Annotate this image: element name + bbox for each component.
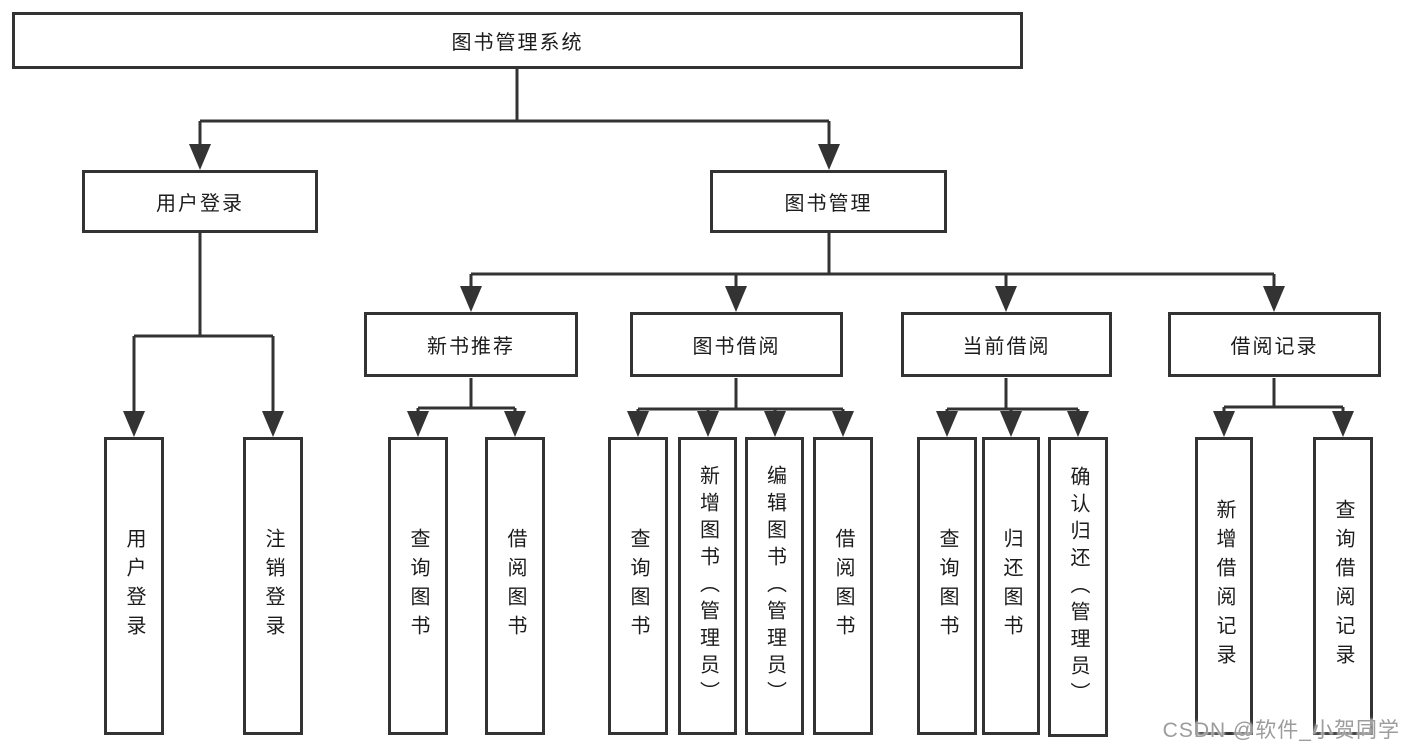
node-user-login-label: 用户登录 bbox=[156, 193, 244, 215]
leaf-logout-label: 注销登录 bbox=[262, 528, 284, 644]
arrowhead bbox=[1263, 286, 1285, 312]
arrowhead bbox=[818, 144, 840, 170]
connectors-new-book-recommend bbox=[407, 378, 526, 437]
connectors-borrowing-records bbox=[1213, 378, 1354, 437]
node-book-borrowing: 图书借阅 bbox=[630, 312, 843, 377]
leaf-user-login-label: 用户登录 bbox=[123, 528, 145, 644]
leaf-query-books-2-label: 查询图书 bbox=[627, 528, 649, 644]
leaf-confirm-return-admin: 确认归还（管理员） bbox=[1048, 437, 1108, 737]
node-borrowing-records-label: 借阅记录 bbox=[1230, 336, 1319, 358]
arrowhead bbox=[1000, 411, 1022, 437]
arrowhead bbox=[460, 286, 482, 312]
leaf-query-borrow-record-label: 查询借阅记录 bbox=[1332, 499, 1354, 673]
leaf-query-books-2: 查询图书 bbox=[608, 437, 668, 735]
arrowhead bbox=[123, 411, 145, 437]
arrowhead bbox=[1213, 411, 1235, 437]
leaf-borrow-books-2-label: 借阅图书 bbox=[832, 528, 854, 644]
node-new-book-recommend-label: 新书推荐 bbox=[427, 336, 515, 358]
arrowhead bbox=[832, 411, 854, 437]
leaf-logout: 注销登录 bbox=[243, 437, 303, 735]
leaf-edit-book-admin-label: 编辑图书（管理员） bbox=[763, 464, 786, 708]
leaf-query-borrow-record: 查询借阅记录 bbox=[1313, 437, 1373, 735]
arrowhead bbox=[627, 411, 649, 437]
node-current-borrowing: 当前借阅 bbox=[901, 312, 1112, 377]
csdn-watermark: CSDN @软件_小贺同学 bbox=[1162, 719, 1400, 742]
arrowhead bbox=[262, 411, 284, 437]
leaf-query-books-1-label: 查询图书 bbox=[407, 528, 429, 644]
arrowhead bbox=[725, 286, 747, 312]
leaf-add-book-admin-label: 新增图书（管理员） bbox=[696, 464, 719, 708]
leaf-edit-book-admin: 编辑图书（管理员） bbox=[745, 437, 804, 735]
leaf-query-books-3-label: 查询图书 bbox=[936, 528, 958, 644]
arrowhead bbox=[407, 411, 429, 437]
arrowhead bbox=[1067, 411, 1089, 437]
leaf-return-books: 归还图书 bbox=[982, 437, 1040, 735]
leaf-add-book-admin: 新增图书（管理员） bbox=[678, 437, 737, 735]
node-new-book-recommend: 新书推荐 bbox=[364, 312, 578, 377]
arrowhead bbox=[504, 411, 526, 437]
leaf-borrow-books-1: 借阅图书 bbox=[485, 437, 545, 735]
connectors-root bbox=[189, 69, 840, 170]
node-borrowing-records: 借阅记录 bbox=[1168, 312, 1381, 377]
node-book-management: 图书管理 bbox=[710, 170, 947, 233]
leaf-user-login: 用户登录 bbox=[104, 437, 164, 735]
node-current-borrowing-label: 当前借阅 bbox=[962, 336, 1051, 358]
leaf-borrow-books-2: 借阅图书 bbox=[813, 437, 873, 735]
leaf-add-borrow-record: 新增借阅记录 bbox=[1195, 437, 1253, 735]
leaf-query-books-3: 查询图书 bbox=[917, 437, 977, 735]
node-book-management-label: 图书管理 bbox=[784, 193, 873, 215]
node-root: 图书管理系统 bbox=[12, 12, 1023, 69]
leaf-return-books-label: 归还图书 bbox=[1000, 528, 1022, 644]
node-book-borrowing-label: 图书借阅 bbox=[692, 336, 781, 358]
arrowhead bbox=[697, 411, 719, 437]
arrowhead bbox=[764, 411, 786, 437]
connectors-current-borrowing bbox=[936, 378, 1089, 437]
node-root-label: 图书管理系统 bbox=[451, 32, 584, 54]
connectors-book-management bbox=[460, 233, 1285, 312]
connectors-user-login bbox=[123, 233, 284, 437]
leaf-confirm-return-admin-label: 确认归还（管理员） bbox=[1067, 465, 1089, 709]
node-user-login: 用户登录 bbox=[82, 170, 318, 233]
arrowhead bbox=[1332, 411, 1354, 437]
arrowhead bbox=[936, 411, 958, 437]
arrowhead bbox=[189, 144, 211, 170]
arrowhead bbox=[995, 286, 1017, 312]
leaf-borrow-books-1-label: 借阅图书 bbox=[504, 528, 526, 644]
leaf-query-books-1: 查询图书 bbox=[388, 437, 448, 735]
connectors-book-borrowing bbox=[627, 378, 854, 437]
leaf-add-borrow-record-label: 新增借阅记录 bbox=[1213, 499, 1235, 673]
